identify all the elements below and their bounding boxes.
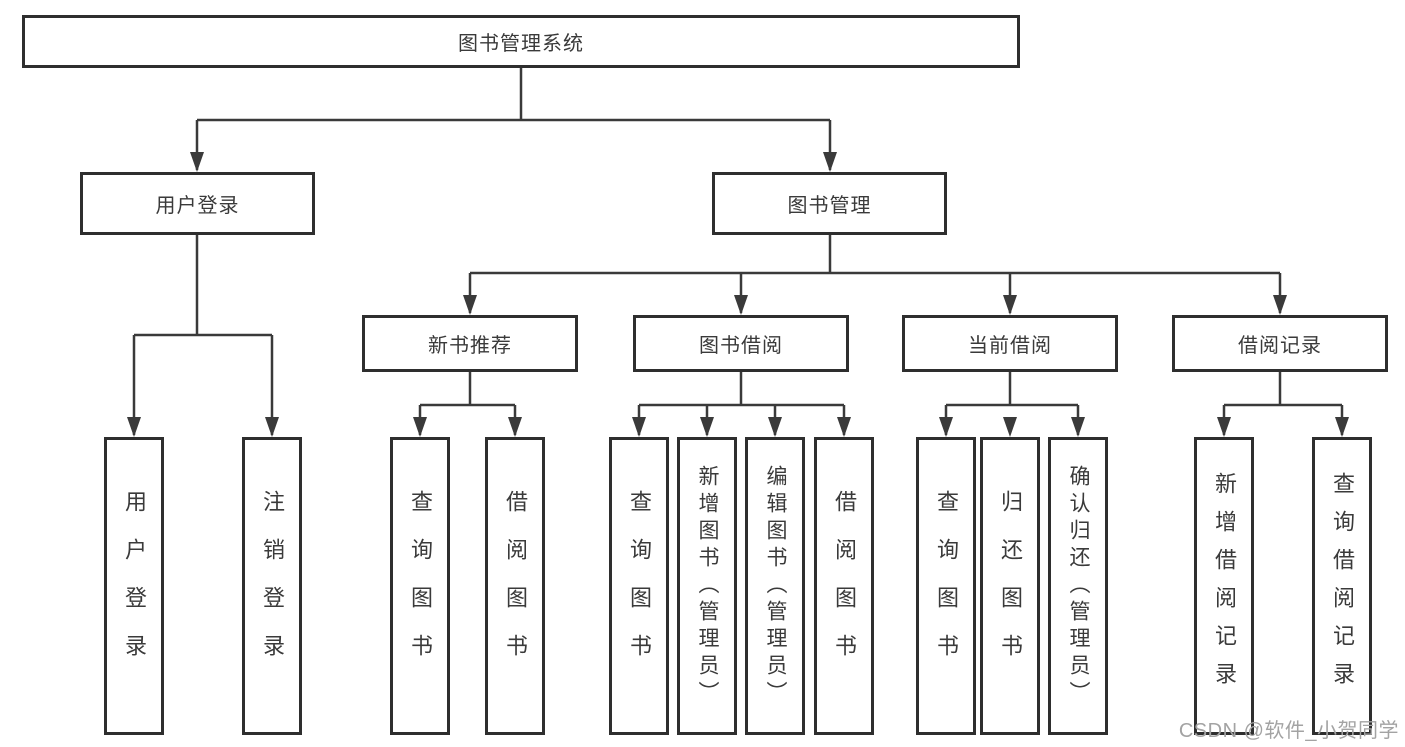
- leaf-nbr-query-books: 查询图书: [390, 437, 450, 735]
- leaf-bb-borrow-books: 借阅图书: [814, 437, 874, 735]
- node-current-borrow: 当前借阅: [902, 315, 1118, 372]
- leaf-br-query-record: 查询借阅记录: [1312, 437, 1372, 735]
- leaf-br-add-record: 新增借阅记录: [1194, 437, 1254, 735]
- leaf-cb-query-books: 查询图书: [916, 437, 976, 735]
- leaf-bb-edit-books-admin: 编辑图书（管理员）: [745, 437, 805, 735]
- leaf-cb-return-books: 归还图书: [980, 437, 1040, 735]
- node-user-login-branch: 用户登录: [80, 172, 315, 235]
- node-borrow-records: 借阅记录: [1172, 315, 1388, 372]
- node-new-book-recommend: 新书推荐: [362, 315, 578, 372]
- leaf-nbr-borrow-books: 借阅图书: [485, 437, 545, 735]
- leaf-user-login: 用户登录: [104, 437, 164, 735]
- node-root-system: 图书管理系统: [22, 15, 1020, 68]
- node-book-borrow: 图书借阅: [633, 315, 849, 372]
- leaf-logout: 注销登录: [242, 437, 302, 735]
- leaf-cb-confirm-return-admin: 确认归还（管理员）: [1048, 437, 1108, 735]
- node-book-management-branch: 图书管理: [712, 172, 947, 235]
- leaf-bb-add-books-admin: 新增图书（管理员）: [677, 437, 737, 735]
- leaf-bb-query-books: 查询图书: [609, 437, 669, 735]
